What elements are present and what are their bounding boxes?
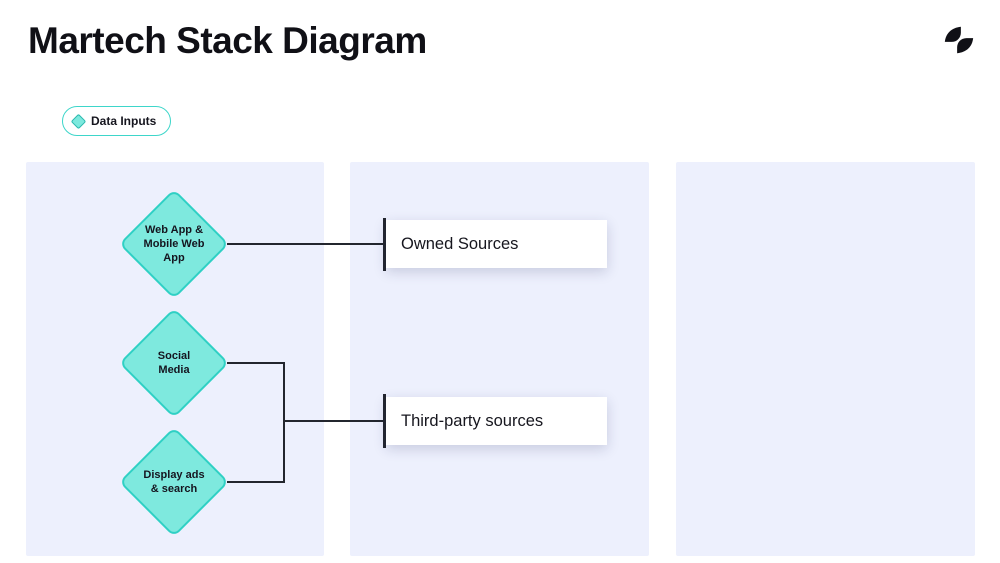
diamond-icon xyxy=(70,113,87,129)
edge-endcap-thirdparty xyxy=(383,394,386,448)
edge-display-horizontal xyxy=(227,481,285,483)
node-third-party-sources-box[interactable]: Third-party sources xyxy=(386,397,607,445)
canvas-panel-3 xyxy=(676,162,975,556)
edge-endcap-owned xyxy=(383,218,386,271)
node-owned-sources-box[interactable]: Owned Sources xyxy=(386,220,607,268)
edge-social-horizontal xyxy=(227,362,285,364)
legend-chip-data-inputs[interactable]: Data Inputs xyxy=(62,106,172,136)
edge-junction-to-thirdparty xyxy=(285,420,383,422)
brand-logo-icon xyxy=(944,26,974,54)
edge-junction-vertical xyxy=(283,362,285,483)
legend-chip-label: Data Inputs xyxy=(91,114,157,128)
page-title: Martech Stack Diagram xyxy=(28,20,427,61)
edge-webapp-to-owned xyxy=(227,243,383,245)
